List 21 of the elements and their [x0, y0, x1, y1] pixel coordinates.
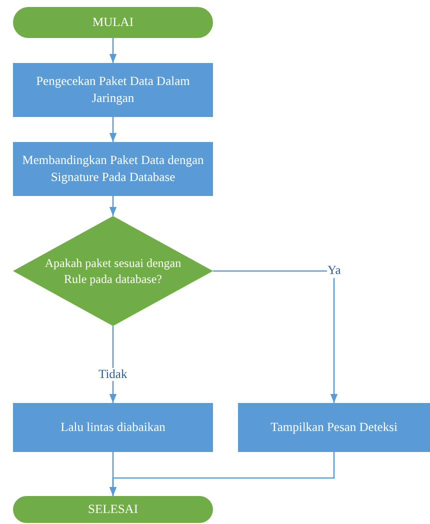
terminal-pill	[13, 496, 213, 523]
process-box	[13, 142, 213, 196]
node-text: Lalu lintas diabaikan	[60, 419, 166, 436]
arrow	[213, 270, 338, 403]
node-text: MULAI	[92, 14, 134, 31]
process-box	[13, 63, 213, 117]
edge-label: Ya	[326, 264, 342, 278]
process-box	[13, 403, 213, 452]
arrow	[109, 117, 117, 142]
process-box	[238, 403, 430, 452]
decision-diamond	[13, 216, 213, 326]
arrow	[109, 38, 117, 63]
node-text: SELESAI	[88, 501, 138, 518]
terminal-pill	[13, 7, 213, 38]
arrow	[109, 196, 117, 216]
edge-label: Tidak	[98, 368, 128, 382]
node-text: Tampilkan Pesan Deteksi	[270, 419, 398, 436]
node-text: Pengecekan Paket Data Dalam Jaringan	[35, 73, 191, 107]
node-text: Apakah paket sesuai dengan Rule pada database?	[44, 254, 182, 288]
node-text: Membandingkan Paket Data dengan Signature Pada Database	[21, 152, 205, 186]
arrow	[109, 452, 335, 496]
